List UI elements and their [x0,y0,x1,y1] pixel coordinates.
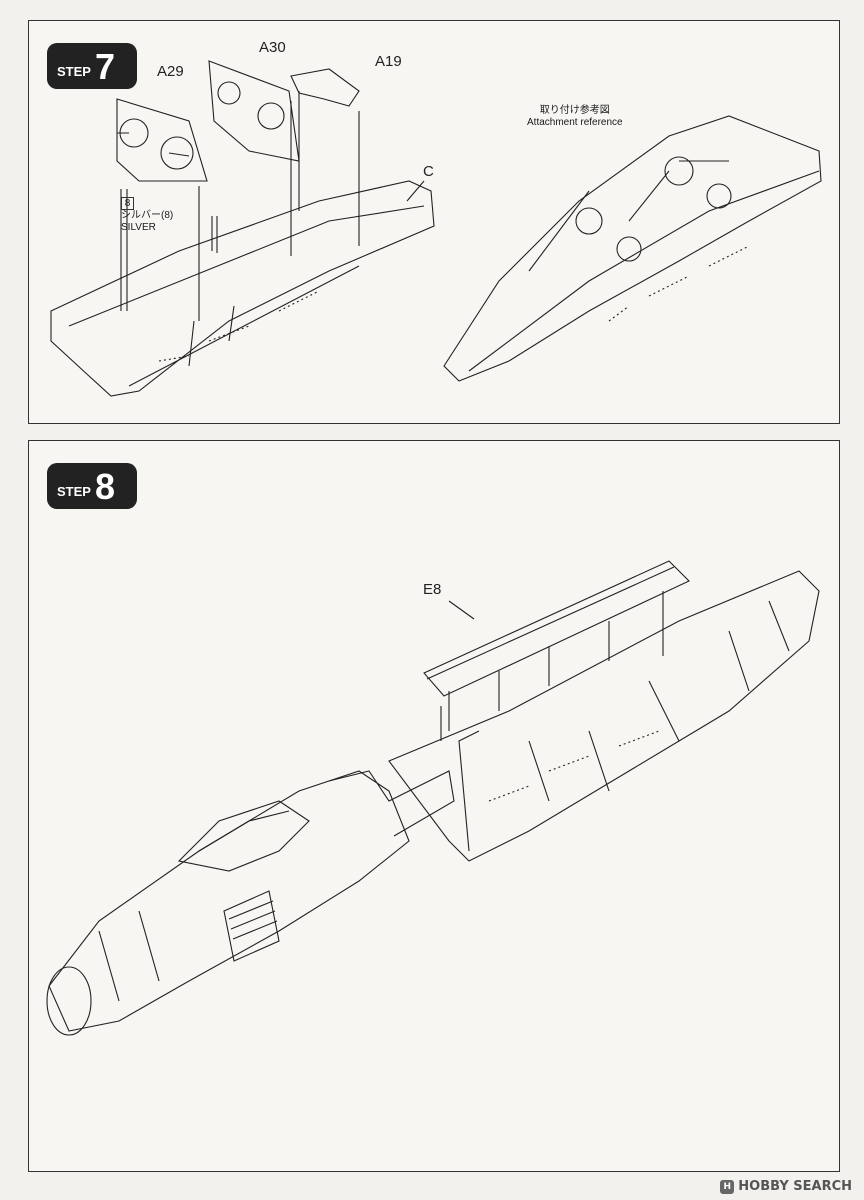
part-label-a19: A19 [375,53,402,70]
step8-drawing [46,560,820,1036]
part-label-a29: A29 [157,63,184,80]
step8-word: STEP [57,484,91,499]
paint-name-jp: シルバー(8) [121,210,174,221]
watermark: H HOBBY SEARCH [720,1179,852,1194]
step7-panel: STEP 7 A29 A30 A19 C 8 シルバー(8) SILVER 取り… [28,20,840,424]
part-label-e8: E8 [423,581,442,598]
part-label-c: C [423,163,434,180]
watermark-text: HOBBY SEARCH [738,1179,852,1194]
part-label-a30: A30 [259,39,286,56]
paint-name-en: SILVER [121,222,156,233]
watermark-logo-icon: H [720,1179,735,1194]
attachment-reference-caption: 取り付け参考図 Attachment reference [527,105,623,129]
paint-code-box: 8 [121,197,134,210]
reference-caption-en: Attachment reference [527,117,623,128]
step8-panel: STEP 8 E8 [28,440,840,1172]
step7-badge: STEP 7 [47,43,137,89]
paint-callout: 8 シルバー(8) SILVER [121,197,173,234]
step8-number: 8 [94,466,115,507]
reference-caption-jp: 取り付け参考図 [539,105,610,116]
step7-word: STEP [57,64,91,79]
step7-drawing [50,60,822,397]
step7-number: 7 [94,46,115,87]
step8-badge: STEP 8 [47,463,137,509]
